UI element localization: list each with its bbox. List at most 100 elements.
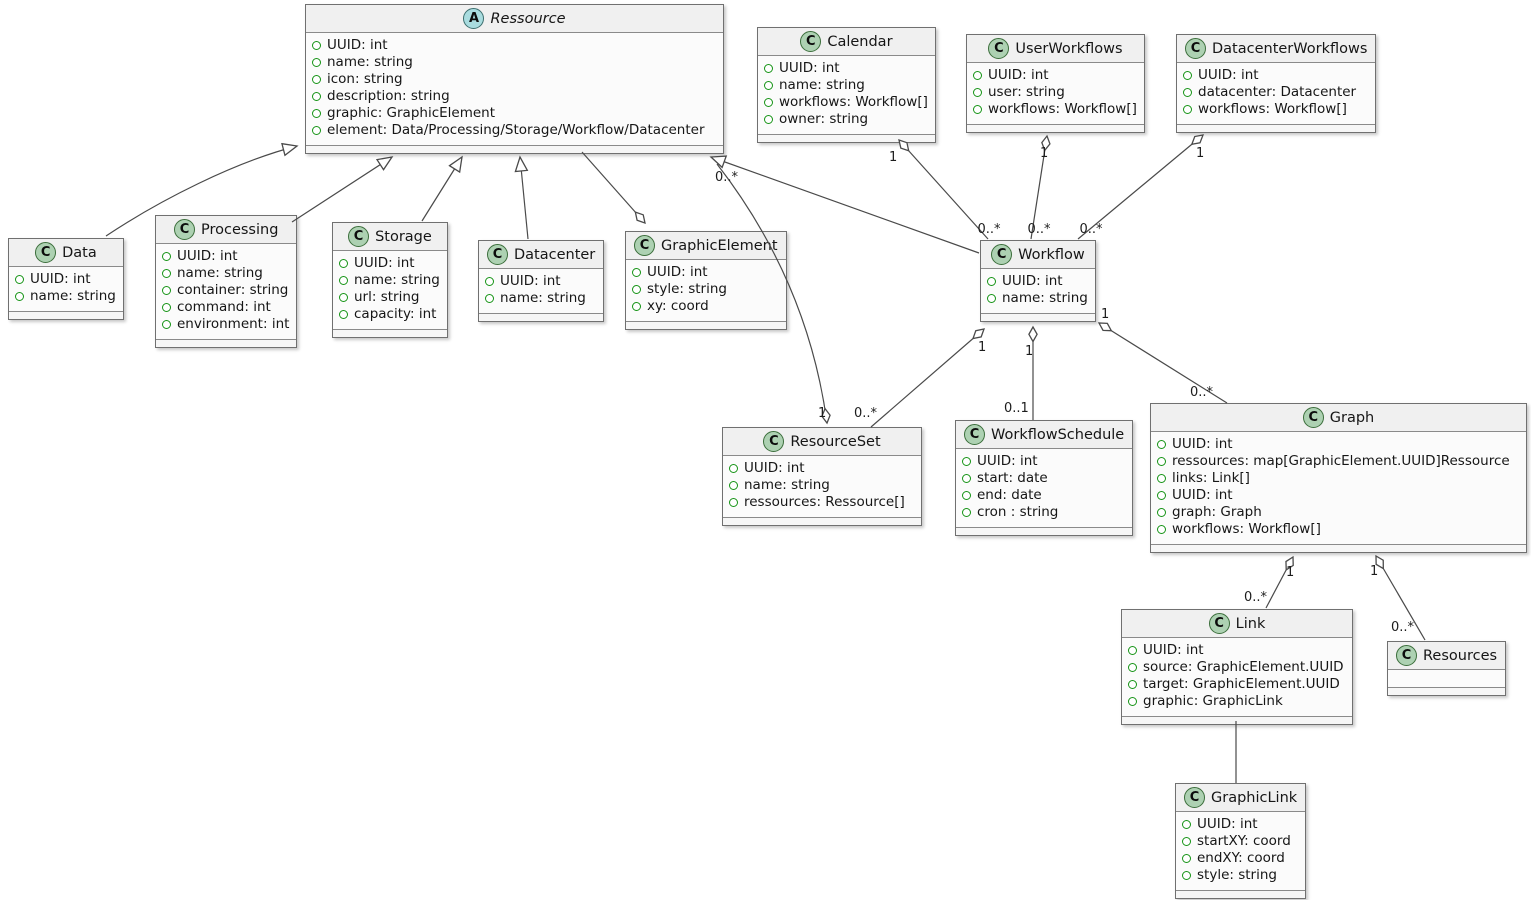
attribute-row: UUID: int bbox=[987, 273, 1088, 290]
field-visibility-icon bbox=[1128, 646, 1137, 655]
attribute-text: links: Link[] bbox=[1172, 470, 1250, 486]
class-header: C Resources bbox=[1388, 642, 1506, 670]
attribute-row: source: GraphicElement.UUID bbox=[1128, 659, 1345, 676]
attribute-text: name: string bbox=[354, 272, 440, 288]
attribute-text: xy: coord bbox=[647, 298, 709, 314]
attribute-row: command: int bbox=[162, 299, 289, 316]
class-name: Ressource bbox=[490, 10, 566, 27]
field-visibility-icon bbox=[1128, 663, 1137, 672]
field-visibility-icon bbox=[339, 259, 348, 268]
attributes-compartment bbox=[1388, 670, 1505, 687]
field-visibility-icon bbox=[1157, 508, 1166, 517]
attribute-text: environment: int bbox=[177, 316, 290, 332]
class-name: Processing bbox=[200, 221, 279, 238]
attribute-row: cron : string bbox=[962, 504, 1125, 521]
attribute-text: UUID: int bbox=[500, 273, 561, 289]
attribute-row: startXY: coord bbox=[1182, 833, 1298, 850]
field-visibility-icon bbox=[1182, 820, 1191, 829]
class-icon: C bbox=[988, 38, 1010, 59]
class-icon: C bbox=[634, 235, 655, 256]
attribute-row: datacenter: Datacenter bbox=[1183, 84, 1368, 101]
multiplicity-label: 1 bbox=[1101, 307, 1109, 322]
attribute-text: container: string bbox=[177, 282, 289, 298]
field-visibility-icon bbox=[1157, 491, 1166, 500]
attribute-text: datacenter: Datacenter bbox=[1198, 84, 1357, 100]
class-header: C Storage bbox=[333, 223, 447, 251]
attribute-row: workflows: Workflow[] bbox=[973, 101, 1137, 118]
field-visibility-icon bbox=[339, 310, 348, 319]
attribute-row: UUID: int bbox=[485, 273, 596, 290]
methods-compartment bbox=[981, 313, 1095, 321]
class-icon: C bbox=[487, 244, 508, 265]
attribute-row: UUID: int bbox=[1157, 436, 1519, 453]
attribute-row: workflows: Workflow[] bbox=[764, 94, 928, 111]
attribute-row: description: string bbox=[312, 88, 716, 105]
class-name: Datacenter bbox=[514, 246, 596, 263]
attribute-row: UUID: int bbox=[1157, 487, 1519, 504]
attribute-text: UUID: int bbox=[177, 248, 238, 264]
attribute-row: UUID: int bbox=[1183, 67, 1368, 84]
attribute-row: capacity: int bbox=[339, 306, 440, 323]
multiplicity-label: 1 bbox=[1370, 564, 1378, 579]
attribute-text: name: string bbox=[327, 54, 413, 70]
attribute-text: ressources: Ressource[] bbox=[744, 494, 905, 510]
field-visibility-icon bbox=[973, 71, 982, 80]
attribute-text: end: date bbox=[977, 487, 1042, 503]
methods-compartment bbox=[1151, 544, 1526, 552]
attribute-text: capacity: int bbox=[354, 306, 437, 322]
class-header: C Graph bbox=[1151, 404, 1526, 432]
field-visibility-icon bbox=[973, 88, 982, 97]
class-header: A Ressource bbox=[306, 5, 723, 33]
class-icon: C bbox=[1184, 787, 1205, 808]
class-name: Data bbox=[62, 244, 97, 261]
field-visibility-icon bbox=[312, 58, 321, 67]
class-header: C Workflow bbox=[981, 241, 1095, 269]
field-visibility-icon bbox=[729, 481, 738, 490]
methods-compartment bbox=[9, 311, 123, 319]
attribute-row: style: string bbox=[1182, 867, 1298, 884]
field-visibility-icon bbox=[485, 277, 494, 286]
attribute-text: UUID: int bbox=[977, 453, 1038, 469]
attribute-row: UUID: int bbox=[312, 37, 716, 54]
methods-compartment bbox=[626, 321, 786, 329]
attribute-text: UUID: int bbox=[1002, 273, 1063, 289]
methods-compartment bbox=[156, 339, 297, 347]
methods-compartment bbox=[723, 517, 921, 525]
multiplicity-label: 0..* bbox=[1391, 620, 1415, 635]
class-name: GraphicLink bbox=[1211, 789, 1298, 806]
field-visibility-icon bbox=[764, 81, 773, 90]
edge-aggregation-calendar-workflow bbox=[898, 139, 989, 240]
class-header: C Datacenter bbox=[479, 241, 604, 269]
attribute-text: icon: string bbox=[327, 71, 403, 87]
attribute-row: owner: string bbox=[764, 111, 928, 128]
field-visibility-icon bbox=[1183, 71, 1192, 80]
attribute-text: workflows: Workflow[] bbox=[1198, 101, 1347, 117]
attribute-row: url: string bbox=[339, 289, 440, 306]
multiplicity-label: 0..* bbox=[1190, 385, 1214, 400]
field-visibility-icon bbox=[312, 75, 321, 84]
attribute-row: target: GraphicElement.UUID bbox=[1128, 676, 1345, 693]
field-visibility-icon bbox=[962, 491, 971, 500]
abstract-class-icon: A bbox=[463, 8, 485, 29]
attribute-row: icon: string bbox=[312, 71, 716, 88]
field-visibility-icon bbox=[764, 115, 773, 124]
field-visibility-icon bbox=[729, 464, 738, 473]
field-visibility-icon bbox=[1128, 697, 1137, 706]
attribute-row: style: string bbox=[632, 281, 779, 298]
attribute-text: command: int bbox=[177, 299, 271, 315]
class-header: C ResourceSet bbox=[723, 428, 921, 456]
attribute-row: end: date bbox=[962, 487, 1125, 504]
field-visibility-icon bbox=[962, 508, 971, 517]
edge-inheritance-processing-ressource bbox=[291, 156, 394, 223]
